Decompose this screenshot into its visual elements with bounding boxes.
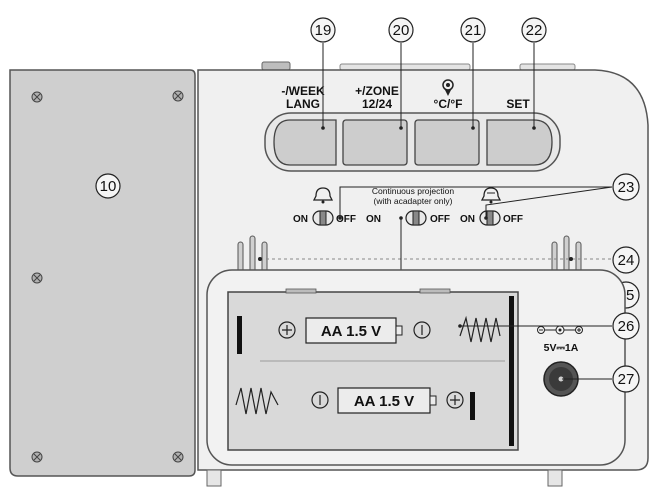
set-button[interactable]	[486, 119, 553, 166]
button-callouts: 19 20 21 22	[310, 17, 547, 130]
callout-24: 24	[618, 252, 635, 269]
callout-23: 23	[618, 179, 635, 196]
zone-1224-button[interactable]	[342, 119, 408, 166]
panel-screw-icon	[31, 272, 43, 284]
alarm1-switch[interactable]	[312, 210, 334, 226]
week-lang-label-1: -/WEEK	[281, 84, 325, 98]
polarity-icon	[537, 325, 583, 335]
alarm2-bell-icon	[480, 187, 502, 204]
zone-label-2: 12/24	[362, 97, 392, 111]
temp-unit-button[interactable]	[414, 119, 480, 166]
callout-19: 19	[315, 22, 332, 39]
alarm2-off-label: OFF	[503, 214, 523, 225]
alarm1-bell-icon	[312, 187, 334, 204]
left-side-panel: 10	[9, 69, 196, 477]
projection-switch[interactable]	[405, 210, 427, 226]
switch-callouts: 23 24 25	[338, 173, 640, 309]
dc-jack[interactable]	[543, 361, 579, 397]
zone-label-1: +/ZONE	[355, 84, 399, 98]
compartment-callouts: 26 27	[612, 312, 640, 393]
battery-1-label: AA 1.5 V	[321, 323, 381, 340]
button-row: -/WEEK LANG +/ZONE 12/24 °C/°F SET	[264, 79, 561, 172]
battery-compartment: AA 1.5 V AA 1.5 V	[206, 269, 626, 466]
battery-2-label: AA 1.5 V	[354, 393, 414, 410]
callout-26: 26	[618, 318, 635, 335]
week-lang-button[interactable]	[273, 119, 337, 166]
callout-22: 22	[526, 22, 543, 39]
projection-sensor-icon	[442, 79, 454, 96]
power-rating-label: 5V⎓1A	[544, 342, 579, 354]
alarm1-on-label: ON	[293, 214, 308, 225]
battery-cell-1: AA 1.5 V	[278, 317, 431, 344]
panel-screw-icon	[31, 451, 43, 463]
panel-screw-icon	[31, 91, 43, 103]
alarm2-on-label: ON	[460, 214, 475, 225]
temp-unit-label: °C/°F	[434, 97, 463, 111]
projection-off-label: OFF	[430, 214, 450, 225]
callout-10: 10	[95, 173, 121, 199]
battery-cell-2: AA 1.5 V	[311, 387, 464, 414]
projection-label-2: (with acadapter only)	[374, 196, 453, 206]
projection-on-label: ON	[366, 214, 381, 225]
projection-label-1: Continuous projection	[372, 186, 454, 196]
panel-screw-icon	[172, 451, 184, 463]
callout-label: 10	[100, 178, 117, 195]
week-lang-label-2: LANG	[286, 97, 320, 111]
panel-screw-icon	[172, 90, 184, 102]
callout-27: 27	[618, 371, 635, 388]
alarm1-off-label: OFF	[336, 214, 356, 225]
dc-power-input: 5V⎓1A	[537, 325, 612, 397]
callout-20: 20	[393, 22, 410, 39]
callout-21: 21	[465, 22, 482, 39]
set-label: SET	[506, 97, 530, 111]
switch-row: ON OFF Continuous projection (with acada…	[237, 186, 625, 283]
alarm2-switch[interactable]	[479, 210, 501, 226]
battery-spring-2-icon	[235, 387, 279, 415]
